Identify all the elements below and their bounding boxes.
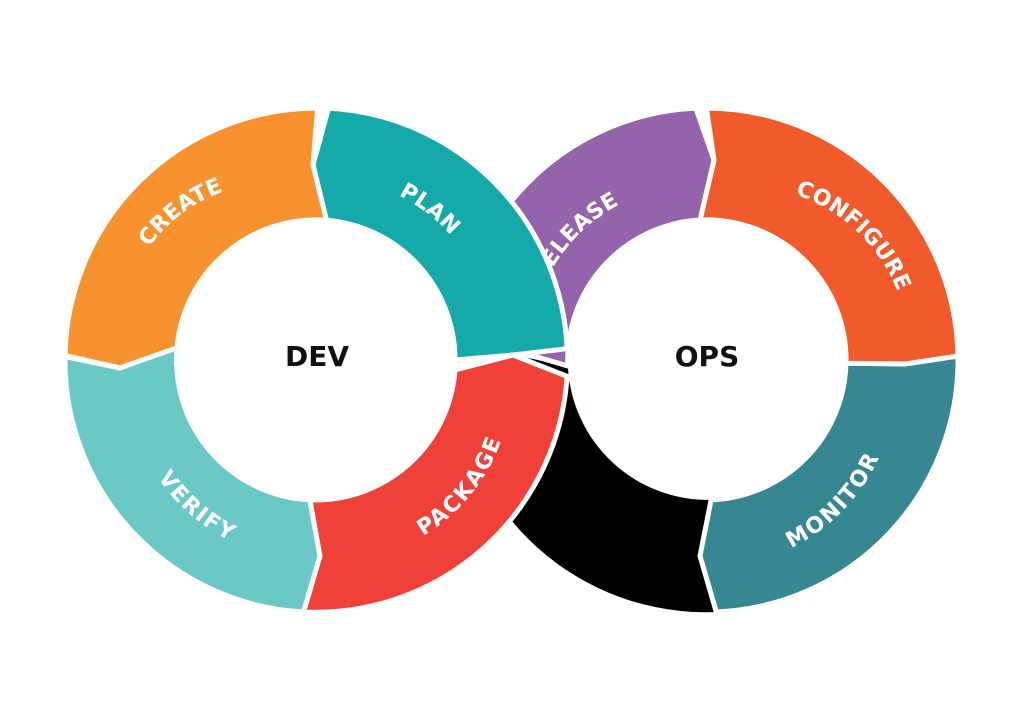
ops-center-label: OPS bbox=[675, 340, 740, 373]
package-segment bbox=[300, 352, 570, 615]
ops-loop: RELEASE CONFIGURE MONITOR OPS bbox=[452, 105, 961, 615]
create-segment bbox=[62, 105, 330, 371]
verify-segment bbox=[62, 344, 323, 615]
monitor-segment bbox=[697, 353, 961, 615]
dev-center-label: DEV bbox=[285, 340, 349, 373]
configure-segment bbox=[696, 105, 961, 367]
dev-loop: PLAN CREATE VERIFY PACKAGE DEV bbox=[62, 105, 570, 615]
plan-segment bbox=[310, 105, 570, 363]
